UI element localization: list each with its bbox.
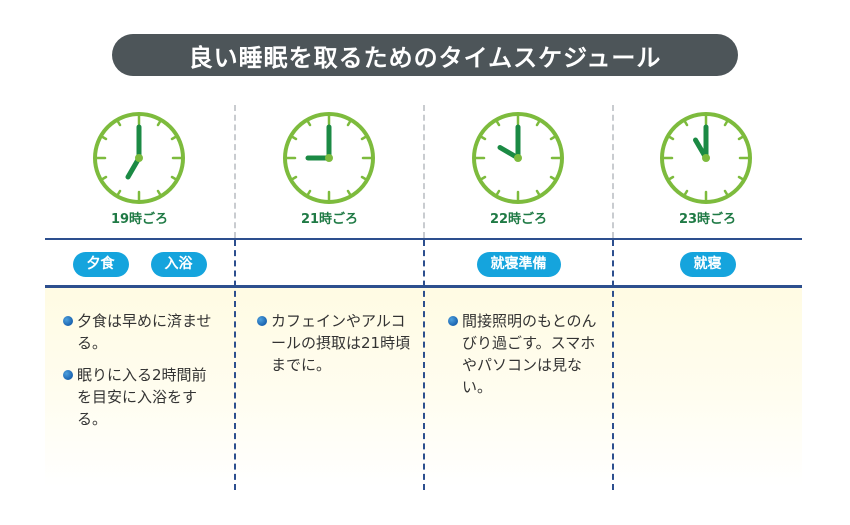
note-item: 夕食は早めに済ませる。	[59, 310, 219, 354]
activity-tags: 夕食 入浴	[45, 252, 234, 277]
column-divider-1	[234, 105, 236, 238]
time-label: 23時ごろ	[678, 212, 737, 227]
tag-row-top-rule	[45, 238, 802, 240]
column-divider-2	[423, 105, 425, 238]
column-divider-1-lower	[234, 240, 236, 490]
bullet-icon	[63, 316, 73, 326]
tag-bath: 入浴	[150, 252, 207, 277]
time-label: 19時ごろ	[110, 212, 169, 227]
time-label: 21時ごろ	[300, 212, 359, 227]
tag-bedtime-prep: 就寝準備	[476, 252, 561, 277]
notes-list: 夕食は早めに済ませる。 眠りに入る2時間前を目安に入浴をする。	[59, 310, 219, 440]
clock-icon	[660, 112, 752, 204]
clock-icon	[472, 112, 564, 204]
bullet-icon	[257, 316, 267, 326]
bullet-icon	[448, 316, 458, 326]
note-item: 眠りに入る2時間前を目安に入浴をする。	[59, 364, 219, 430]
time-label: 22時ごろ	[489, 212, 548, 227]
activity-tags: 就寝	[613, 252, 802, 277]
tag-dinner: 夕食	[72, 252, 129, 277]
activity-tags: 就寝準備	[424, 252, 613, 277]
clock-icon	[93, 112, 185, 204]
notes-list: 間接照明のもとのんびり過ごす。スマホやパソコンは見ない。	[444, 310, 604, 408]
column-divider-3	[612, 105, 614, 238]
title-text: 良い睡眠を取るためのタイムスケジュール	[188, 43, 662, 72]
bullet-icon	[63, 370, 73, 380]
clock-icon	[283, 112, 375, 204]
note-item: カフェインやアルコールの摂取は21時頃までに。	[253, 310, 413, 376]
column-divider-2-lower	[423, 240, 425, 490]
page-title: 良い睡眠を取るためのタイムスケジュール	[112, 34, 738, 76]
column-divider-3-lower	[612, 240, 614, 490]
notes-list: カフェインやアルコールの摂取は21時頃までに。	[253, 310, 413, 386]
tag-bedtime: 就寝	[679, 252, 736, 277]
note-item: 間接照明のもとのんびり過ごす。スマホやパソコンは見ない。	[444, 310, 604, 398]
